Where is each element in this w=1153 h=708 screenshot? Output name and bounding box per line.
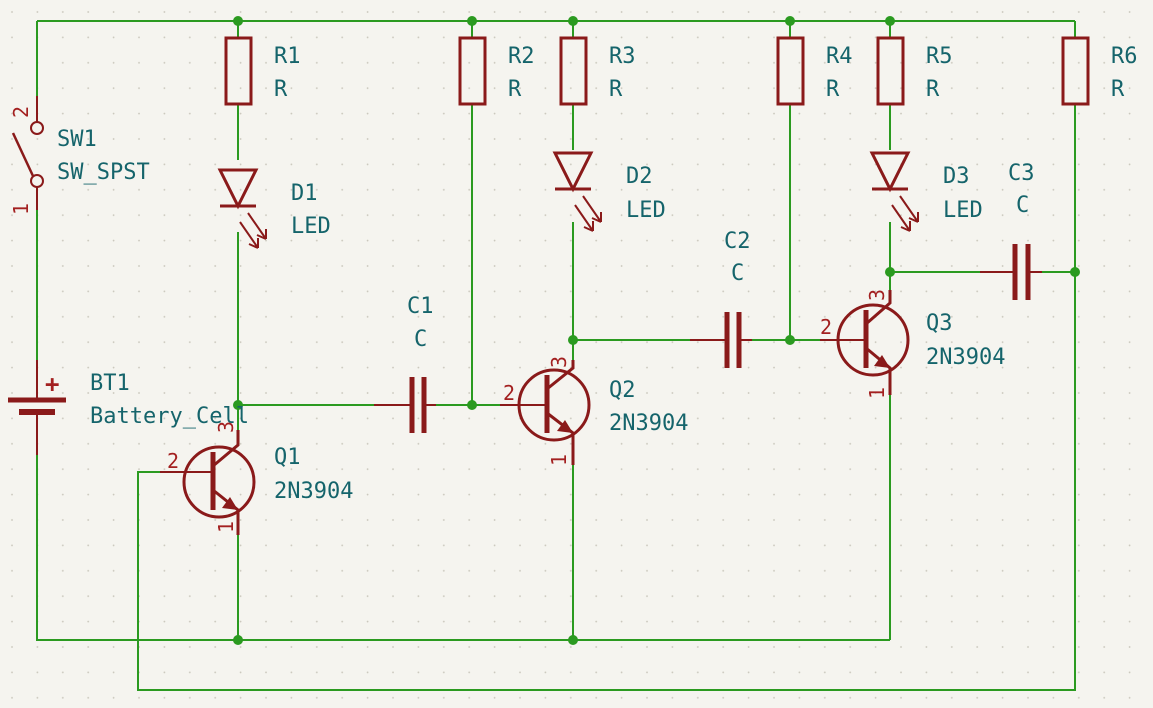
d2-value: LED [626,198,666,223]
q3-pin-collector: 3 [865,289,889,301]
d2-ref: D2 [626,164,653,189]
c1-value: C [414,327,427,352]
q2-pin-collector: 3 [547,356,571,368]
c2-ref: C2 [724,229,751,254]
transistor-q3: 2 3 1 Q3 2N3904 [820,289,1005,399]
sw1-pin-1: 1 [9,203,33,215]
resistor-r3: R3 R [559,36,636,106]
led-d2: D2 LED [552,151,666,232]
wires [36,20,1076,691]
battery-bt1: + BT1 Battery_Cell [8,360,249,455]
led-d3: D3 LED [869,151,983,232]
c2-value: C [731,261,744,286]
bt1-ref: BT1 [90,371,130,396]
resistor-r1: R1 R [224,36,301,106]
q3-value: 2N3904 [926,345,1005,370]
r4-value: R [826,77,840,102]
d1-value: LED [291,214,331,239]
q3-pin-emitter: 1 [865,387,889,399]
capacitor-c1: C1 C [374,294,436,433]
sw1-pin-2: 2 [9,106,33,118]
q1-pin-base: 2 [167,449,179,473]
r2-value: R [508,77,522,102]
r4-ref: R4 [826,44,853,69]
d3-ref: D3 [943,164,970,189]
r2-ref: R2 [508,44,535,69]
bt1-value: Battery_Cell [90,404,249,429]
sw1-ref: SW1 [57,127,97,152]
wire-r6-loop [137,104,1076,691]
q3-pin-base: 2 [820,315,832,339]
r1-ref: R1 [274,44,301,69]
c3-ref: C3 [1008,161,1035,186]
q2-value: 2N3904 [609,411,688,436]
switch-sw1: 2 1 SW1 SW_SPST [9,96,150,215]
q1-pin-emitter: 1 [214,521,238,533]
q2-ref: Q2 [609,378,636,403]
r5-value: R [926,77,940,102]
q3-ref: Q3 [926,311,953,336]
transistor-q1: 2 3 1 Q1 2N3904 [160,421,353,535]
c3-value: C [1016,193,1029,218]
capacitor-c3: C3 C [980,161,1042,300]
resistor-r6: R6 R [1061,36,1138,106]
c1-ref: C1 [407,294,434,319]
r6-ref: R6 [1111,44,1138,69]
r5-ref: R5 [926,44,953,69]
r6-value: R [1111,77,1125,102]
d3-value: LED [943,198,983,223]
r3-ref: R3 [609,44,636,69]
q1-pin-collector: 3 [214,421,238,433]
resistor-r5: R5 R [876,36,953,106]
q1-value: 2N3904 [274,479,353,504]
led-d1: D1 LED [217,168,331,249]
q1-ref: Q1 [274,445,301,470]
bt1-plus: + [45,370,59,398]
junctions [233,16,1080,645]
q2-pin-emitter: 1 [547,454,571,466]
capacitor-c2: C2 C [690,229,752,368]
q2-pin-base: 2 [503,381,515,405]
sw1-value: SW_SPST [57,160,150,185]
d1-ref: D1 [291,181,318,206]
wire-left-bottom [36,455,890,641]
resistor-r2: R2 R [458,36,535,106]
r3-value: R [609,77,623,102]
r1-value: R [274,77,288,102]
transistor-q2: 2 3 1 Q2 2N3904 [500,356,688,466]
resistor-r4: R4 R [776,36,853,106]
